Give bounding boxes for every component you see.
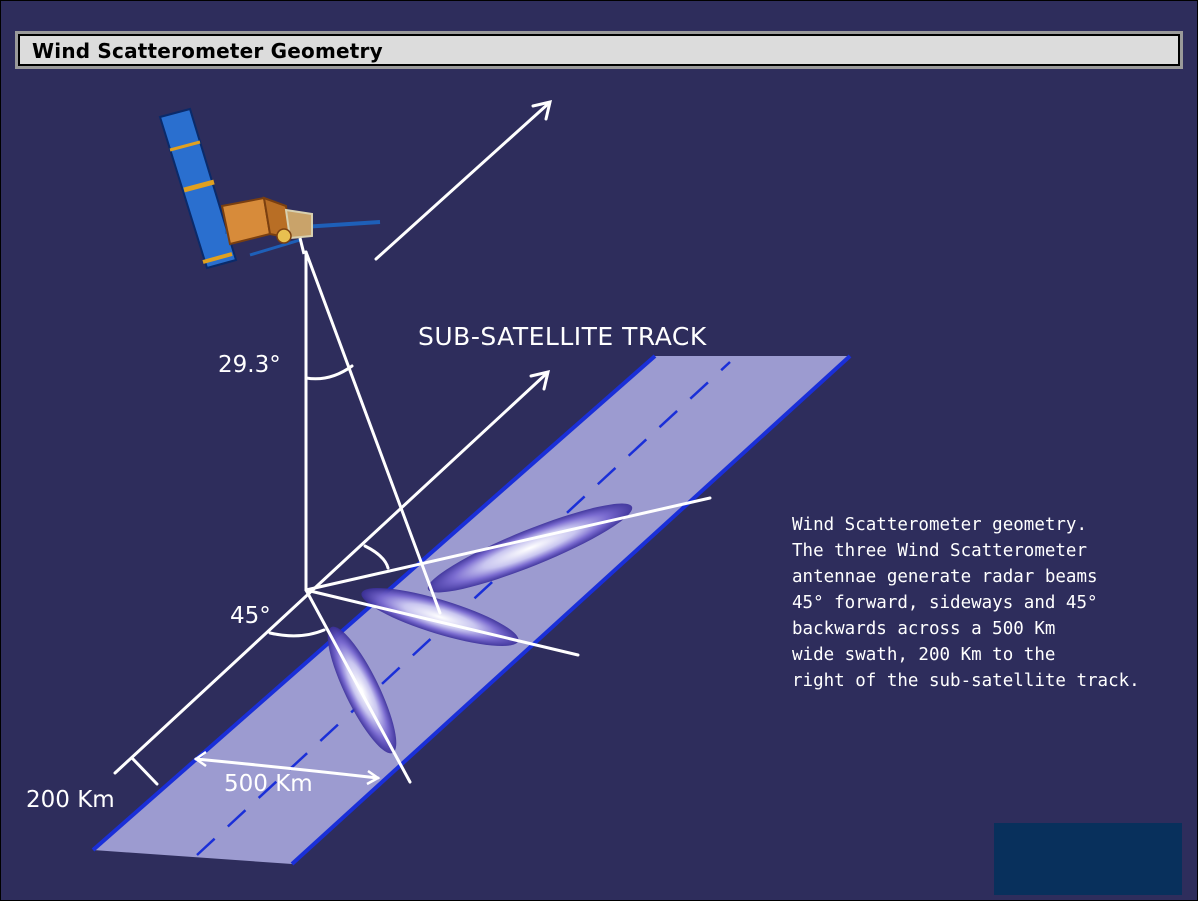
satellite-icon <box>158 107 381 270</box>
width-arrow-right <box>366 769 381 786</box>
forward-beam-line <box>304 496 712 592</box>
beam-forward <box>427 503 633 593</box>
caption-line: right of the sub-satellite track. <box>792 671 1140 691</box>
caption-line: 45° forward, sideways and 45° <box>792 593 1098 613</box>
caption-line: antennae generate radar beams <box>792 567 1098 587</box>
swath-center-dashed-line <box>196 361 731 856</box>
swath-width-arc <box>194 757 380 780</box>
title-bar: Wind Scatterometer Geometry <box>15 31 1183 69</box>
width-arrow-left <box>193 750 207 768</box>
angle-arc-45-lower <box>268 628 326 638</box>
incidence-line <box>304 250 442 615</box>
window-title: Wind Scatterometer Geometry <box>32 39 383 63</box>
offset-distance-label: 200 Km <box>26 787 115 813</box>
sub-satellite-track-label: SUB-SATELLITE TRACK <box>418 322 707 351</box>
caption-text: Wind Scatterometer geometry. The three W… <box>792 512 1192 694</box>
sub-satellite-track-line <box>113 372 548 775</box>
angle-arc-29 <box>304 364 354 381</box>
backward-beam-line <box>304 588 412 784</box>
swath-width-label: 500 Km <box>224 771 313 797</box>
distance-tick <box>130 756 159 786</box>
track-arrowhead <box>529 369 551 391</box>
caption-line: wide swath, 200 Km to the <box>792 645 1056 665</box>
corner-block <box>994 823 1182 895</box>
flight-arrowhead <box>531 99 553 121</box>
beam-angle-label: 45° <box>230 603 271 629</box>
swath-right-edge <box>290 354 852 866</box>
beam-backward <box>327 626 397 754</box>
incidence-angle-label: 29.3° <box>218 352 281 378</box>
caption-line: Wind Scatterometer geometry. <box>792 515 1088 535</box>
caption-line: The three Wind Scatterometer <box>792 541 1088 561</box>
caption-line: backwards across a 500 Km <box>792 619 1056 639</box>
side-beam-line <box>304 588 580 657</box>
angle-arc-45-upper <box>363 544 390 570</box>
flight-direction-arrow <box>374 102 550 261</box>
